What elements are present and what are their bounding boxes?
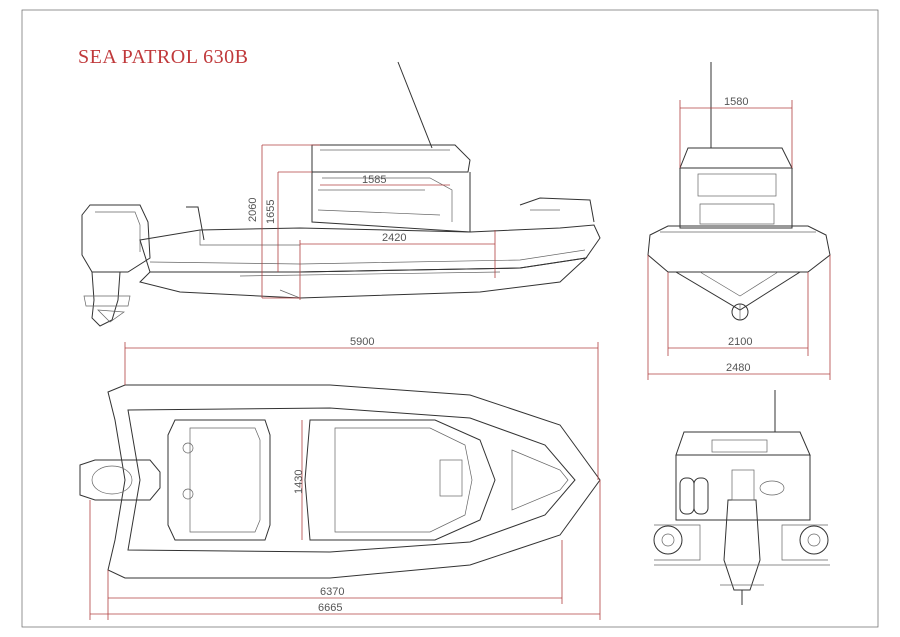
sheet-border bbox=[21, 9, 879, 628]
dim-top-length-b: 6665 bbox=[318, 602, 342, 614]
drawing-title: SEA PATROL 630B bbox=[78, 46, 249, 68]
dim-top-inner-width: 1430 bbox=[293, 470, 305, 494]
front-view: 1580 2100 2480 bbox=[647, 62, 831, 380]
dim-side-height-total: 2060 bbox=[247, 198, 259, 222]
top-view: 5900 1430 6370 6665 bbox=[79, 336, 601, 620]
dim-top-length-a: 6370 bbox=[320, 586, 344, 598]
dim-front-hull-width: 2100 bbox=[728, 336, 752, 348]
dim-side-height-cabin: 1655 bbox=[265, 200, 277, 224]
dim-overall-hull-length: 5900 bbox=[350, 336, 374, 348]
dim-front-top-width: 1580 bbox=[724, 96, 748, 108]
dim-side-deck-length: 2420 bbox=[382, 232, 406, 244]
dim-front-total-width: 2480 bbox=[726, 362, 750, 374]
dim-side-cabin-length: 1585 bbox=[362, 174, 386, 186]
side-view: 2060 1655 1585 2420 bbox=[81, 61, 601, 327]
rear-view bbox=[653, 390, 830, 605]
